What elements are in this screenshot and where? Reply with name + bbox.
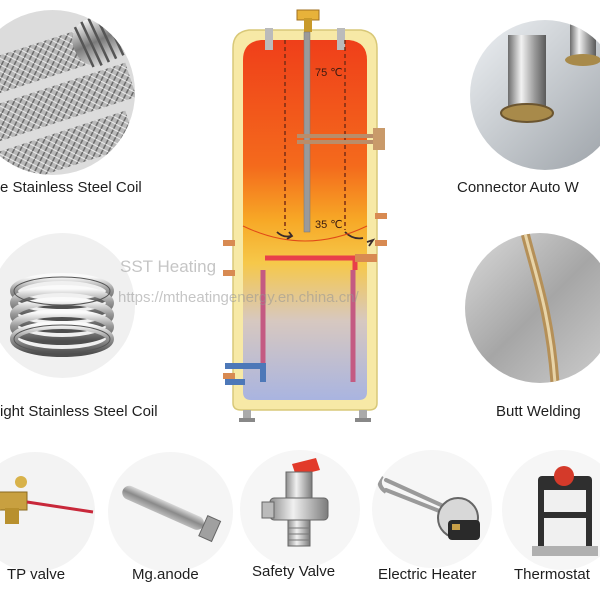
straight-coil-photo bbox=[0, 233, 135, 378]
safety-valve-photo bbox=[240, 450, 360, 568]
tank-diagram: 75 ℃ 35 ℃ bbox=[205, 8, 405, 428]
mg-anode-label: Mg.anode bbox=[132, 566, 199, 583]
safety-valve-label: Safety Valve bbox=[252, 563, 336, 580]
butt-welding-photo bbox=[465, 233, 600, 383]
electric-heater-photo bbox=[372, 450, 492, 568]
tp-valve-label: TP valve bbox=[7, 566, 66, 583]
watermark-url: https://mtheatingenergy.en.china.cn/ bbox=[118, 289, 359, 306]
watermark-brand: SST Heating bbox=[120, 257, 217, 276]
thermostat-label: Thermostat bbox=[514, 566, 590, 583]
corrugated-coil-photo bbox=[0, 10, 135, 175]
butt-welding-label: Butt Welding bbox=[496, 403, 581, 420]
straight-coil-label: ight Stainless Steel Coil bbox=[0, 403, 158, 420]
temp-mid-label: 35 ℃ bbox=[315, 219, 343, 231]
thermostat-photo bbox=[502, 450, 600, 570]
temp-top-label: 75 ℃ bbox=[315, 67, 343, 79]
electric-heater-label: Electric Heater bbox=[378, 566, 477, 583]
connector-welding-label: Connector Auto W bbox=[457, 179, 579, 196]
connector-welding-photo bbox=[470, 20, 600, 170]
tp-valve-photo bbox=[0, 452, 95, 572]
mg-anode-photo bbox=[108, 452, 233, 572]
corrugated-coil-label: e Stainless Steel Coil bbox=[0, 179, 142, 196]
